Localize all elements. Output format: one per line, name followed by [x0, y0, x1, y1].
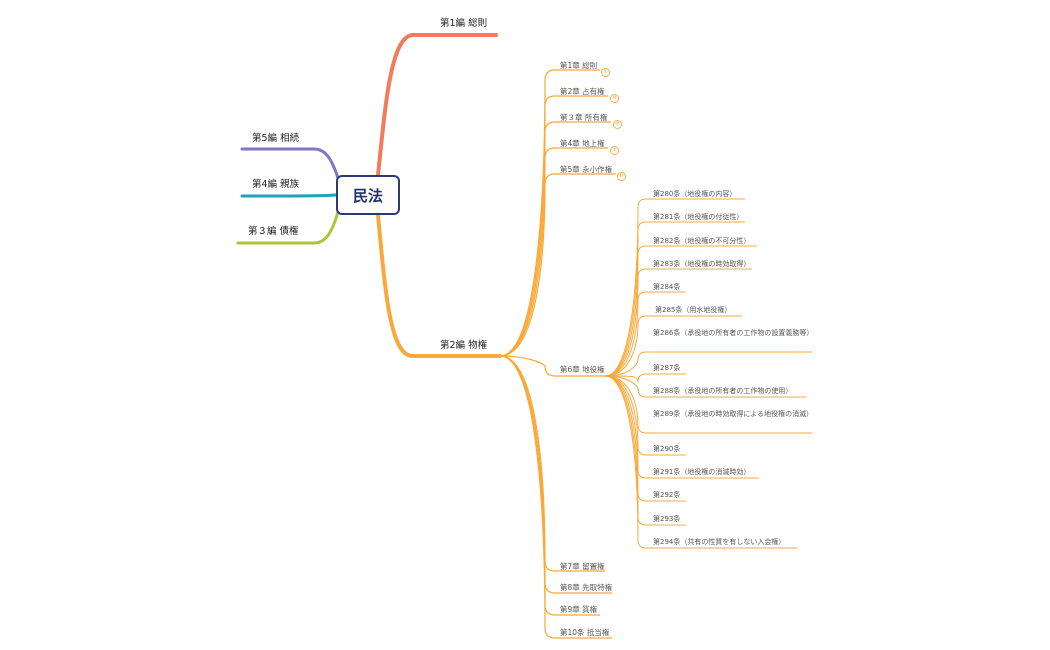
- article-connector: [604, 268, 752, 377]
- chapter-6-label[interactable]: 第6章 地役権: [560, 365, 605, 374]
- article-connector: [604, 373, 686, 383]
- chapter-connector: [499, 355, 605, 377]
- article-connector: [604, 375, 812, 434]
- article-label[interactable]: 第284条: [653, 283, 681, 291]
- chapter-1-label[interactable]: 第1章 総則: [560, 61, 598, 70]
- chapter-connector: [499, 355, 600, 616]
- article-connector: [604, 245, 757, 377]
- collapsed-count-badge[interactable]: ①: [601, 68, 610, 77]
- connector-vol2: [376, 213, 502, 358]
- volume-2-label[interactable]: 第2編 物権: [440, 340, 488, 351]
- connector-vol3: [236, 210, 340, 245]
- article-label[interactable]: 第294条（共有の性質を有しない入会権）: [653, 538, 786, 546]
- article-label[interactable]: 第288条（承役地の所有者の工作物の使用）: [653, 387, 793, 395]
- volume-1-label[interactable]: 第1編 総則: [440, 18, 488, 29]
- volume-4-label[interactable]: 第4編 親族: [252, 179, 300, 190]
- collapsed-count-badge[interactable]: ⑤: [610, 146, 619, 155]
- article-connector: [604, 315, 742, 377]
- connector-vol4: [240, 193, 338, 198]
- article-connector: [604, 291, 686, 377]
- chapter-9-label[interactable]: 第9章 質権: [560, 605, 598, 614]
- chapter-connector: [499, 147, 608, 357]
- chapter-10-label[interactable]: 第10条 抵当権: [560, 628, 610, 637]
- article-label[interactable]: 第280条（地役権の内容）: [653, 190, 737, 198]
- article-label[interactable]: 第293条: [653, 515, 681, 523]
- article-connector: [604, 375, 797, 549]
- chapter-connector: [499, 355, 605, 572]
- collapsed-count-badge[interactable]: ㉗: [613, 120, 622, 129]
- article-label[interactable]: 第283条（地役権の時効取得）: [653, 260, 751, 268]
- root-node[interactable]: 民法: [336, 175, 400, 215]
- article-label[interactable]: 第281条（地役権の付従性）: [653, 213, 744, 221]
- article-label[interactable]: 第290条: [653, 445, 681, 453]
- article-label[interactable]: 第292条: [653, 491, 681, 499]
- article-connector: [604, 375, 806, 398]
- article-label[interactable]: 第282条（地役権の不可分性）: [653, 237, 751, 245]
- chapter-2-label[interactable]: 第2章 占有権: [560, 87, 605, 96]
- connector-vol5: [240, 147, 340, 180]
- connector-vol1: [376, 33, 498, 177]
- chapter-connector: [499, 95, 608, 357]
- volume-5-label[interactable]: 第5編 相続: [252, 133, 300, 144]
- collapsed-count-badge[interactable]: ⑩: [610, 94, 619, 103]
- article-label[interactable]: 第291条（地役権の消滅時効）: [653, 468, 751, 476]
- chapter-4-label[interactable]: 第4章 地上権: [560, 139, 605, 148]
- chapter-connector: [499, 355, 612, 594]
- article-label[interactable]: 第285条（用水地役権）: [655, 306, 732, 314]
- chapter-3-label[interactable]: 第３章 所有権: [560, 113, 608, 122]
- article-label[interactable]: 第287条: [653, 364, 681, 372]
- collapsed-count-badge[interactable]: ⑩: [617, 172, 626, 181]
- chapter-connector: [499, 355, 612, 639]
- article-connector: [604, 351, 812, 377]
- article-connector: [604, 375, 686, 456]
- chapter-connector: [499, 121, 611, 357]
- chapter-5-label[interactable]: 第5章 永小作権: [560, 165, 613, 174]
- chapter-connector: [499, 173, 616, 357]
- article-label[interactable]: 第286条（承役地の所有者の工作物の設置義務等）: [653, 329, 814, 337]
- chapter-connector: [499, 69, 600, 357]
- volume-3-label[interactable]: 第３編 債権: [248, 226, 299, 237]
- article-label[interactable]: 第289条（承役地の時効取得による地役権の消滅）: [653, 410, 814, 418]
- chapter-8-label[interactable]: 第8章 先取特権: [560, 583, 613, 592]
- chapter-7-label[interactable]: 第7章 留置権: [560, 562, 605, 571]
